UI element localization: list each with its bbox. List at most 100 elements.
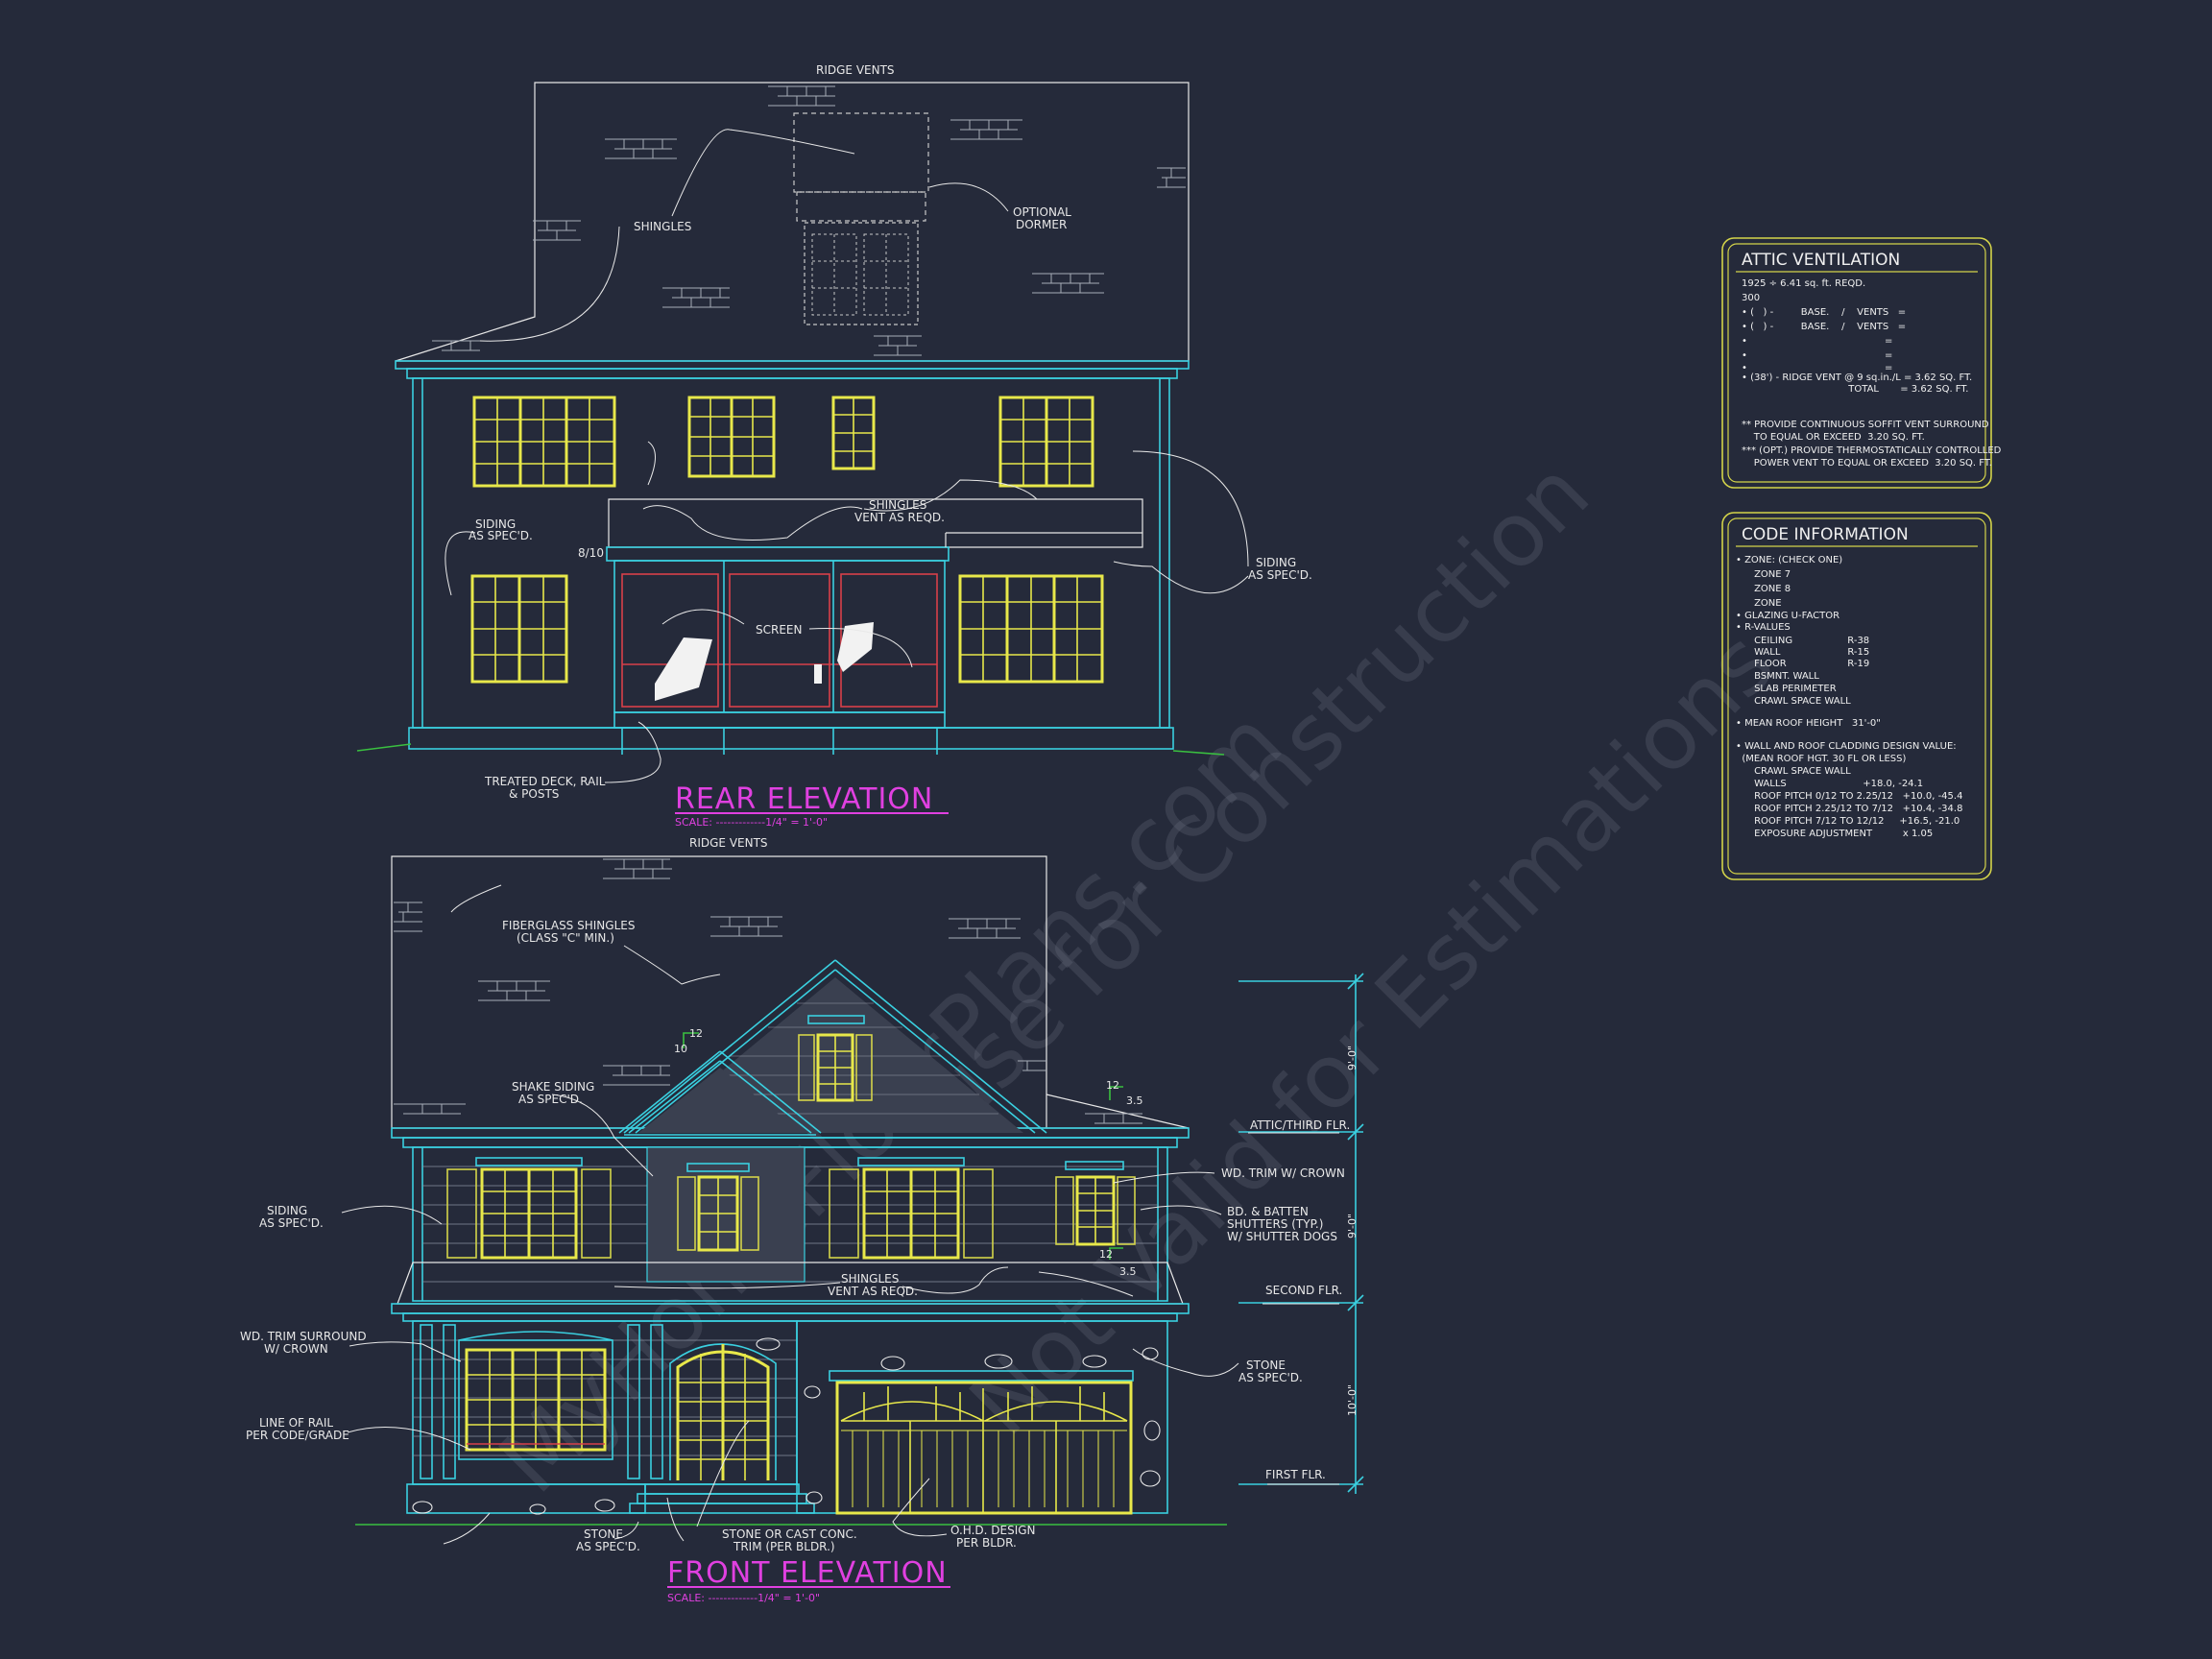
front-main-gable xyxy=(623,959,1047,1134)
rear-fascia xyxy=(406,368,1178,379)
code-information-title: CODE INFORMATION xyxy=(1742,525,1909,544)
code-line: ROOF PITCH 2.25/12 TO 7/12 +10.4, -34.8 xyxy=(1736,804,1962,814)
front-label-rail-b: PER CODE/GRADE xyxy=(246,1429,349,1442)
code-line: (MEAN ROOF HGT. 30 FL OR LESS) xyxy=(1736,754,1907,764)
rear-label-optional: OPTIONAL xyxy=(1013,205,1071,219)
front-label-ohd-a: O.H.D. DESIGN xyxy=(950,1524,1036,1537)
front-pitch-35b: 3.5 xyxy=(1119,1265,1137,1278)
front-small-gable xyxy=(618,1050,822,1134)
rear-lower-windows xyxy=(470,574,1104,684)
code-line: • ZONE: (CHECK ONE) xyxy=(1736,555,1842,565)
rear-elevation: RIDGE VENTS SHINGLES OPTIONAL DORMER SID… xyxy=(356,63,1312,829)
attic-line: TOTAL = 3.62 SQ. FT. xyxy=(1742,384,1968,395)
rear-porch-roof xyxy=(608,498,1143,548)
front-label-stone1-a: STONE xyxy=(1246,1358,1286,1372)
rear-wall xyxy=(412,377,1170,729)
front-entry-door xyxy=(669,1343,777,1480)
attic-line: • = xyxy=(1742,350,1892,361)
code-line: ZONE 8 xyxy=(1736,584,1791,594)
front-first-window xyxy=(458,1331,613,1460)
rear-label-deck-a: TREATED DECK, RAIL xyxy=(484,775,606,788)
rear-label-shingles-vent-b: VENT AS REQD. xyxy=(854,511,945,524)
attic-line: • ( ) - BASE. / VENTS = xyxy=(1742,322,1906,332)
front-label-stone-trim-a: STONE OR CAST CONC. xyxy=(722,1527,857,1541)
attic-line: • = xyxy=(1742,363,1892,373)
code-line: WALLS +18.0, -24.1 xyxy=(1736,779,1923,789)
front-pitch-12b: 12 xyxy=(1106,1079,1119,1092)
front-label-siding-a: SIDING xyxy=(267,1204,307,1217)
rear-label-siding1a: SIDING xyxy=(475,517,516,531)
front-leaders xyxy=(341,884,1239,1545)
front-label-shake-b: AS SPEC'D. xyxy=(518,1093,583,1106)
front-label-stone-trim-b: TRIM (PER BLDR.) xyxy=(733,1540,835,1553)
rear-screen-porch xyxy=(613,560,946,755)
level-second: SECOND FLR. xyxy=(1265,1284,1342,1297)
front-pitch-35a: 3.5 xyxy=(1126,1094,1143,1107)
code-line: SLAB PERIMETER xyxy=(1736,684,1837,694)
rear-label-shingles-vent-a: SHINGLES xyxy=(869,498,926,512)
front-label-bd-a: BD. & BATTEN xyxy=(1227,1205,1309,1218)
code-line: ROOF PITCH 0/12 TO 2.25/12 +10.0, -45.4 xyxy=(1736,791,1962,802)
front-label-fiberglass-b: (CLASS "C" MIN.) xyxy=(517,931,614,945)
front-label-ridge-vents: RIDGE VENTS xyxy=(689,836,768,850)
attic-line: 300 xyxy=(1742,293,1760,303)
rear-upper-windows xyxy=(472,396,1094,488)
rear-label-shingles: SHINGLES xyxy=(634,220,691,233)
rear-foundation xyxy=(408,727,1174,750)
front-label-wd-surround-a: WD. TRIM SURROUND xyxy=(240,1330,367,1343)
front-label-fiberglass-a: FIBERGLASS SHINGLES xyxy=(502,919,635,932)
front-shingle-marks xyxy=(394,858,1142,1124)
front-pitch-10: 10 xyxy=(674,1043,687,1055)
attic-line: • ( ) - BASE. / VENTS = xyxy=(1742,307,1906,318)
front-label-bd-c: W/ SHUTTER DOGS xyxy=(1227,1230,1337,1243)
rear-elevation-scale: SCALE: -------------1/4" = 1'-0" xyxy=(675,816,828,829)
rear-label-dormer: DORMER xyxy=(1016,218,1067,231)
front-elevation-scale: SCALE: -------------1/4" = 1'-0" xyxy=(667,1592,820,1604)
code-line: • WALL AND ROOF CLADDING DESIGN VALUE: xyxy=(1736,741,1957,752)
attic-line: • (38') - RIDGE VENT @ 9 sq.in./L = 3.62… xyxy=(1742,373,1972,383)
front-label-siding-b: AS SPEC'D. xyxy=(259,1216,324,1230)
attic-ventilation-box: ATTIC VENTILATION 1925 ÷ 6.41 sq. ft. RE… xyxy=(1721,237,2002,489)
rear-label-screen: SCREEN xyxy=(756,623,802,637)
front-label-shingles-vent-a: SHINGLES xyxy=(841,1272,899,1286)
code-line: ZONE xyxy=(1736,598,1782,609)
code-line: BSMNT. WALL xyxy=(1736,671,1819,682)
dim-attic-height: 9'-0" xyxy=(1346,1046,1358,1070)
rear-label-ridge-vents: RIDGE VENTS xyxy=(816,63,895,77)
code-line: ZONE 7 xyxy=(1736,569,1791,580)
dim-second-height: 9'-0" xyxy=(1346,1214,1358,1238)
optional-dormer xyxy=(793,112,929,193)
front-label-shake-a: SHAKE SIDING xyxy=(512,1080,594,1094)
front-label-stone2-b: AS SPEC'D. xyxy=(576,1540,640,1553)
code-line: ROOF PITCH 7/12 TO 12/12 +16.5, -21.0 xyxy=(1736,816,1960,827)
front-pitch-12c: 12 xyxy=(1099,1248,1113,1261)
front-label-wd-trim-crown: WD. TRIM W/ CROWN xyxy=(1221,1166,1345,1180)
front-label-wd-surround-b: W/ CROWN xyxy=(264,1342,328,1356)
front-stone-marks xyxy=(412,1337,1161,1515)
rear-leaders xyxy=(445,129,1249,783)
attic-line: TO EQUAL OR EXCEED 3.20 SQ. FT. xyxy=(1742,432,1925,443)
attic-line: • = xyxy=(1742,336,1892,347)
rear-shingle-marks xyxy=(432,85,1186,356)
rear-porch-beam xyxy=(606,546,950,562)
front-elevation-title: FRONT ELEVATION xyxy=(667,1556,948,1590)
front-label-shingles-vent-b: VENT AS REQD. xyxy=(828,1285,918,1298)
front-label-bd-b: SHUTTERS (TYP.) xyxy=(1227,1217,1323,1231)
front-gable-window xyxy=(798,1015,873,1102)
front-label-stone1-b: AS SPEC'D. xyxy=(1238,1371,1303,1384)
code-line: CEILING R-38 xyxy=(1736,636,1869,646)
code-line: • GLAZING U-FACTOR xyxy=(1736,611,1839,621)
code-line: EXPOSURE ADJUSTMENT x 1.05 xyxy=(1736,829,1933,839)
front-label-stone2-a: STONE xyxy=(584,1527,623,1541)
rear-roof xyxy=(395,82,1190,362)
attic-ventilation-title: ATTIC VENTILATION xyxy=(1742,251,1900,270)
code-line: WALL R-15 xyxy=(1736,647,1869,658)
dim-first-height: 10'-0" xyxy=(1346,1384,1358,1416)
code-line: • MEAN ROOF HEIGHT 31'-0" xyxy=(1736,718,1881,729)
rear-label-siding2a: SIDING xyxy=(1256,556,1296,569)
front-garage-doors xyxy=(835,1381,1133,1515)
rear-elevation-title: REAR ELEVATION xyxy=(675,782,933,816)
code-information-box: CODE INFORMATION • ZONE: (CHECK ONE) ZON… xyxy=(1721,512,1992,880)
code-line: CRAWL SPACE WALL xyxy=(1736,696,1851,707)
